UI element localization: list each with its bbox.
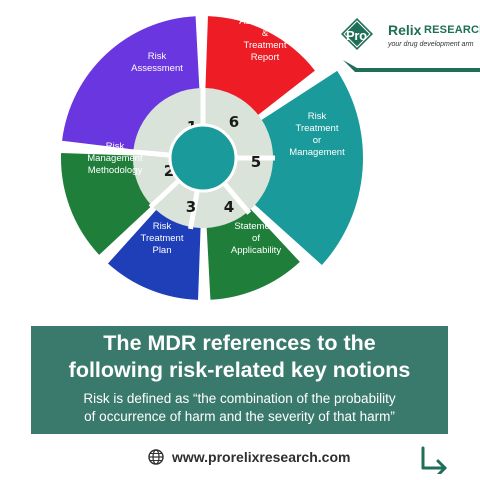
pro-diamond-icon — [341, 18, 373, 50]
website-url[interactable]: www.prorelixresearch.com — [172, 449, 351, 465]
logo-mark-text: Pro — [346, 28, 367, 43]
segment-1 — [62, 16, 200, 150]
globe-icon — [148, 449, 164, 465]
segment-4-number: 4 — [224, 198, 234, 216]
ring-separator — [148, 179, 180, 209]
prorelix-logo: Pro Relix RESEARCH your drug development… — [333, 14, 480, 74]
segment-2-label-line: Risk — [106, 141, 125, 152]
segment-4 — [206, 209, 300, 300]
segment-5 — [255, 70, 363, 266]
logo-tagline: your drug development arm — [388, 41, 474, 48]
segment-3-number: 3 — [186, 198, 196, 216]
segment-6-label-line: Risk — [256, 4, 275, 15]
ring-separator — [188, 191, 200, 230]
segment-2-label-line: Methodology — [88, 165, 143, 176]
segment-5-label-line: Treatment — [296, 123, 339, 134]
banner-title: The MDR references to the following risk… — [31, 330, 448, 384]
ring-separator — [131, 149, 170, 158]
segment-1-label-line: Assessment — [131, 63, 183, 74]
logo-brand: Relix — [388, 22, 422, 38]
segment-2-number: 2 — [164, 162, 174, 180]
banner-subtitle-line-2: of occurrence of harm and the severity o… — [84, 409, 395, 424]
segment-4-label-line: of — [252, 233, 260, 244]
arrow-down-right-icon[interactable] — [419, 446, 449, 474]
logo-swoosh — [343, 60, 480, 72]
banner-subtitle: Risk is defined as “the combination of t… — [31, 390, 448, 426]
segment-5-label-line: Management — [289, 147, 345, 158]
website-link[interactable]: www.prorelixresearch.com — [148, 447, 350, 467]
segment-4-label-line: Applicability — [231, 245, 281, 256]
segment-2 — [61, 153, 152, 255]
segment-6-label-line: Assessment — [239, 16, 291, 27]
segment-3 — [107, 210, 201, 300]
banner-title-line-1: The MDR references to the — [103, 331, 376, 355]
segment-6-label-line: & — [262, 28, 269, 39]
segment-2-label-line: Management — [87, 153, 143, 164]
mdr-banner: The MDR references to the following risk… — [31, 326, 448, 434]
segment-1-label-line: Risk — [148, 51, 167, 62]
ring-separator — [222, 182, 252, 215]
segment-6-label-line: Treatment — [244, 40, 287, 51]
segment-3-label-line: Treatment — [141, 233, 184, 244]
segment-6-label-line: Report — [251, 52, 280, 63]
segment-6-number: 6 — [229, 113, 239, 131]
segment-3-label-line: Plan — [152, 245, 171, 256]
banner-title-line-2: following risk-related key notions — [68, 358, 411, 382]
segment-5-label-line: or — [313, 135, 321, 146]
segment-3-label-line: Risk — [153, 221, 172, 232]
banner-subtitle-line-1: Risk is defined as “the combination of t… — [83, 391, 396, 406]
segment-5-label-line: Risk — [308, 111, 327, 122]
segment-6 — [205, 16, 315, 115]
segment-4-label-line: Statement — [234, 221, 278, 232]
segment-5-number: 5 — [251, 153, 261, 171]
center-hub — [168, 123, 238, 193]
logo-brand-suffix: RESEARCH — [424, 24, 480, 36]
